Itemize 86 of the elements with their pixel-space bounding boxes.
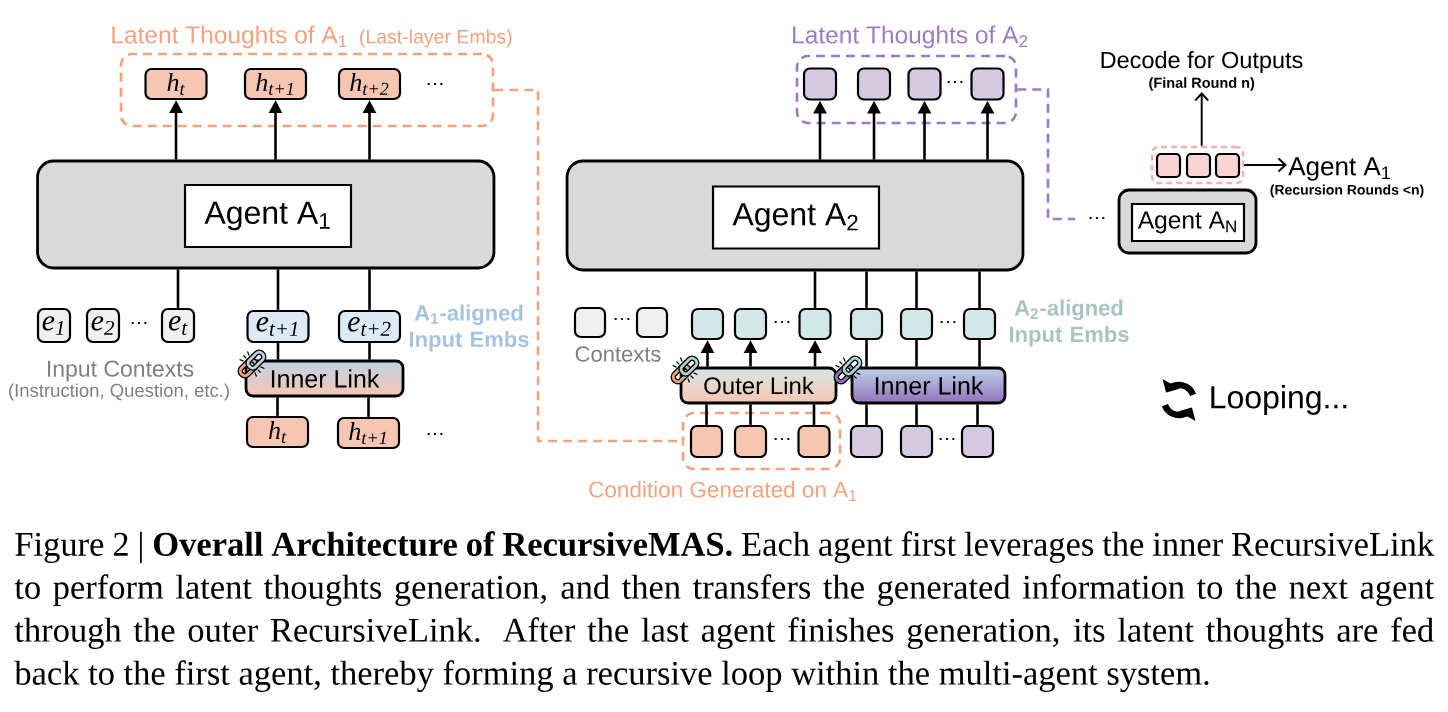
ellipsis: … (614, 317, 630, 321)
token-box (1185, 152, 1212, 179)
token-box: h$_{t+2}$ (337, 67, 402, 101)
note: (Instruction, Question, etc.) (9, 383, 229, 401)
token-box (733, 307, 768, 341)
connector-line (368, 269, 371, 310)
token-box (849, 424, 884, 459)
token-box (797, 424, 831, 459)
connector-line (368, 343, 371, 360)
connector-line (976, 404, 979, 425)
token-box (899, 307, 934, 341)
label-box: Agent A$_{2}$ (711, 185, 881, 250)
link-module: Inner Link (850, 366, 1007, 405)
heading: Latent Thoughts of A$_{1}$ (112, 25, 347, 49)
token-box (962, 307, 997, 341)
note: (Recursion Rounds <n) (1270, 184, 1424, 198)
connector-line (705, 404, 708, 425)
ellipsis: … (940, 320, 956, 324)
connector-line (865, 271, 868, 308)
connector-line (978, 340, 981, 367)
token-box (689, 424, 724, 459)
token-box (907, 67, 942, 101)
token-box (970, 67, 1005, 101)
token-box: e$_{2}$ (85, 307, 121, 344)
annotation: Contexts (575, 346, 661, 362)
token-box (960, 424, 995, 459)
annotation: Input Contexts (48, 360, 194, 382)
subheading: (Last-layer Embs) (360, 29, 512, 48)
ellipsis: … (1089, 216, 1105, 220)
token-box: h$_{t}$ (144, 67, 208, 101)
connector-line (865, 340, 868, 367)
connector-line (276, 343, 280, 360)
label-box: Agent A$_{1}$ (183, 183, 353, 249)
ellipsis: … (947, 80, 963, 84)
dashed-group (1150, 145, 1245, 185)
ellipsis: … (427, 82, 443, 86)
connector-line (176, 269, 180, 308)
token-box: h$_{t+1}$ (336, 416, 401, 450)
connector-line (865, 404, 868, 425)
token-box (733, 424, 768, 459)
ellipsis: … (774, 437, 790, 441)
ellipsis: … (131, 321, 147, 325)
link-module: Inner Link (244, 359, 405, 398)
connector-line (915, 404, 918, 425)
connector-line (813, 271, 817, 308)
arrow (1243, 157, 1287, 173)
label-box: Agent A$_{N}$ (1130, 202, 1246, 243)
token-box: e$_{t+2}$ (337, 309, 402, 344)
annotation: A$_{2}$-aligned Input Embs (1010, 299, 1129, 347)
token-box: e$_{t+1}$ (246, 309, 310, 344)
ellipsis: … (774, 320, 790, 324)
token-box: e$_{t}$ (160, 307, 196, 344)
heading: Latent Thoughts of A$_{2}$ (793, 25, 1028, 49)
token-box: h$_{t}$ (245, 415, 310, 449)
annotation: A$_{1}$-aligned Input Embs (410, 304, 529, 352)
token-box (635, 306, 669, 339)
label: Agent A$_{1}$ (1288, 157, 1390, 181)
dashed-connector (1017, 88, 1075, 221)
connector-line (749, 404, 752, 425)
token-box (802, 67, 838, 101)
heading: Condition Generated on A$_{1}$ (589, 481, 857, 501)
token-box (798, 307, 832, 341)
note: (Final Round n) (1149, 77, 1255, 91)
connector-line (367, 397, 370, 417)
token-box (690, 307, 725, 341)
token-box (849, 307, 884, 341)
connector-line (276, 269, 280, 310)
token-box: h$_{t+1}$ (243, 67, 308, 101)
arrow (1194, 92, 1210, 147)
token-box (573, 306, 607, 339)
connector-line (915, 271, 918, 308)
token-box (1155, 152, 1182, 179)
ellipsis: … (427, 432, 443, 436)
token-box (1214, 152, 1241, 179)
connector-line (915, 340, 918, 367)
connector-line (978, 271, 981, 308)
token-box (856, 67, 892, 101)
loop-label: Looping... (1211, 385, 1347, 415)
token-box: e$_{1}$ (36, 307, 72, 344)
caption: Figure 2 | Overall Architecture of RecursiveMAS. Each agent first leverages the inner RecursiveLink to perform latent thoughts generation, and then transfers the generated information to the next agent through the outer RecursiveLink. After the last agent finishes generation, its latent thoughts are fed back to the first agent, thereby forming a recursive loop within the multi-agent system. (14, 531, 1435, 693)
connector-line (812, 404, 816, 425)
ellipsis: … (939, 437, 955, 441)
label: Decode for Outputs (1101, 51, 1303, 73)
link-module: Outer Link (679, 366, 838, 405)
connector-line (276, 397, 279, 416)
token-box (899, 424, 934, 459)
